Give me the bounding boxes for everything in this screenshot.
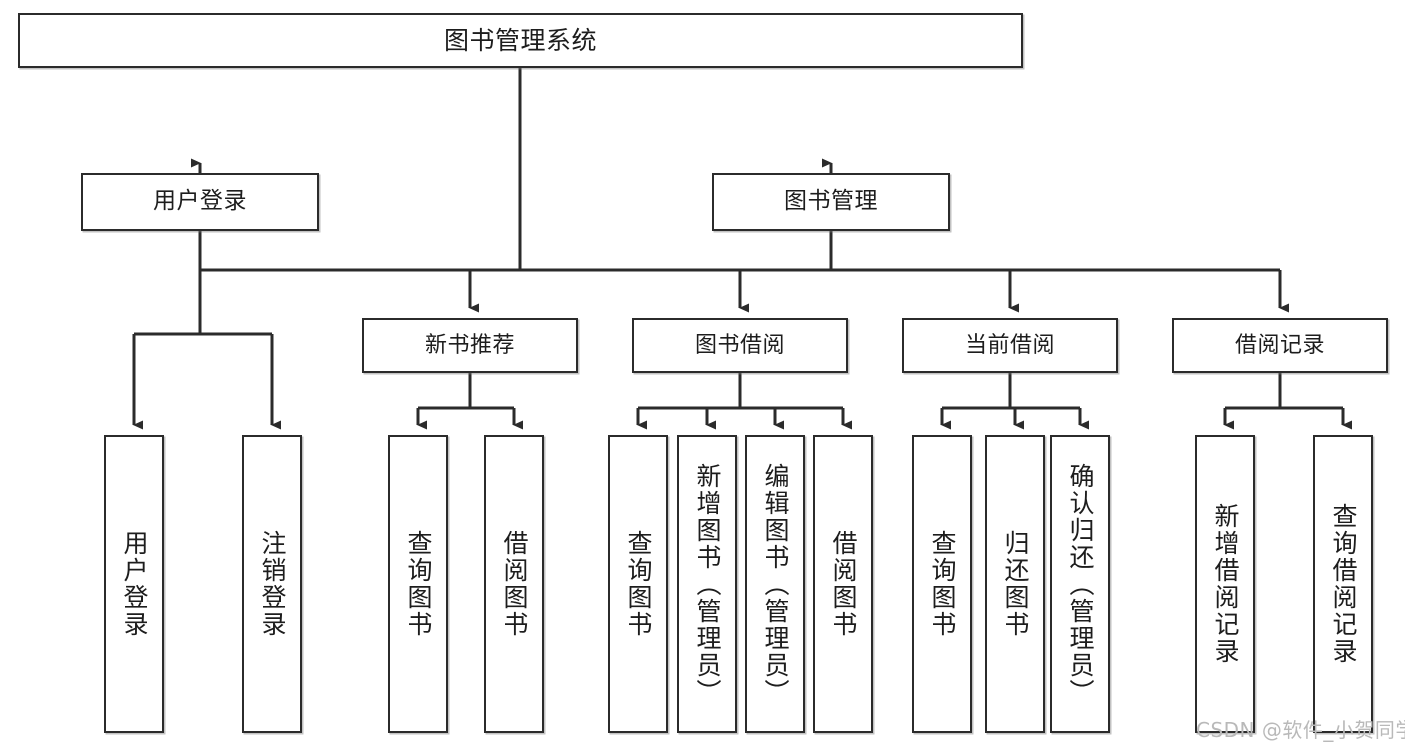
csdn-watermark: CSDN @软件_小贺同学 (1196, 718, 1405, 742)
node-current-borrow[interactable]: 当前借阅 (902, 318, 1118, 373)
node-root[interactable]: 图书管理系统 (18, 13, 1023, 68)
node-leaf-query-borrow-record[interactable]: 查询借阅记录 (1313, 435, 1373, 733)
node-new-book-recommend[interactable]: 新书推荐 (362, 318, 578, 373)
node-leaf-borrow-book-1[interactable]: 借阅图书 (484, 435, 544, 733)
node-leaf-add-borrow-record-label: 新增借阅记录 (1211, 503, 1240, 665)
node-leaf-edit-book-label: 编辑图书（管理员） (761, 462, 790, 706)
node-leaf-add-borrow-record[interactable]: 新增借阅记录 (1195, 435, 1255, 733)
node-leaf-query-book-3-label: 查询图书 (928, 530, 957, 638)
node-borrow-record[interactable]: 借阅记录 (1172, 318, 1388, 373)
node-book-borrow[interactable]: 图书借阅 (632, 318, 848, 373)
node-borrow-record-label: 借阅记录 (1234, 332, 1325, 358)
node-user-login[interactable]: 用户登录 (81, 173, 319, 231)
node-leaf-confirm-return-label: 确认归还（管理员） (1066, 462, 1095, 706)
node-leaf-query-book-1-label: 查询图书 (404, 530, 433, 638)
node-root-label: 图书管理系统 (443, 25, 597, 55)
node-leaf-add-book[interactable]: 新增图书（管理员） (677, 435, 737, 733)
node-leaf-user-logout[interactable]: 注销登录 (242, 435, 302, 733)
node-user-login-label: 用户登录 (153, 188, 247, 215)
node-leaf-add-book-label: 新增图书（管理员） (693, 462, 722, 706)
node-leaf-query-book-2[interactable]: 查询图书 (608, 435, 668, 733)
node-leaf-borrow-book-2[interactable]: 借阅图书 (813, 435, 873, 733)
node-leaf-user-logout-label: 注销登录 (258, 530, 287, 638)
node-leaf-borrow-book-1-label: 借阅图书 (500, 530, 529, 638)
node-leaf-return-book[interactable]: 归还图书 (985, 435, 1045, 733)
node-leaf-return-book-label: 归还图书 (1001, 530, 1030, 638)
node-leaf-query-book-1[interactable]: 查询图书 (388, 435, 448, 733)
node-leaf-query-book-2-label: 查询图书 (624, 530, 653, 638)
node-leaf-query-book-3[interactable]: 查询图书 (912, 435, 972, 733)
node-leaf-confirm-return[interactable]: 确认归还（管理员） (1050, 435, 1110, 733)
node-leaf-edit-book[interactable]: 编辑图书（管理员） (745, 435, 805, 733)
node-book-manage[interactable]: 图书管理 (712, 173, 950, 231)
node-leaf-borrow-book-2-label: 借阅图书 (829, 530, 858, 638)
node-book-borrow-label: 图书借阅 (694, 332, 785, 358)
node-current-borrow-label: 当前借阅 (964, 332, 1055, 358)
node-new-book-recommend-label: 新书推荐 (424, 332, 515, 358)
node-book-manage-label: 图书管理 (784, 188, 878, 215)
node-leaf-user-login[interactable]: 用户登录 (104, 435, 164, 733)
node-leaf-query-borrow-record-label: 查询借阅记录 (1329, 503, 1358, 665)
node-leaf-user-login-label: 用户登录 (120, 530, 149, 638)
